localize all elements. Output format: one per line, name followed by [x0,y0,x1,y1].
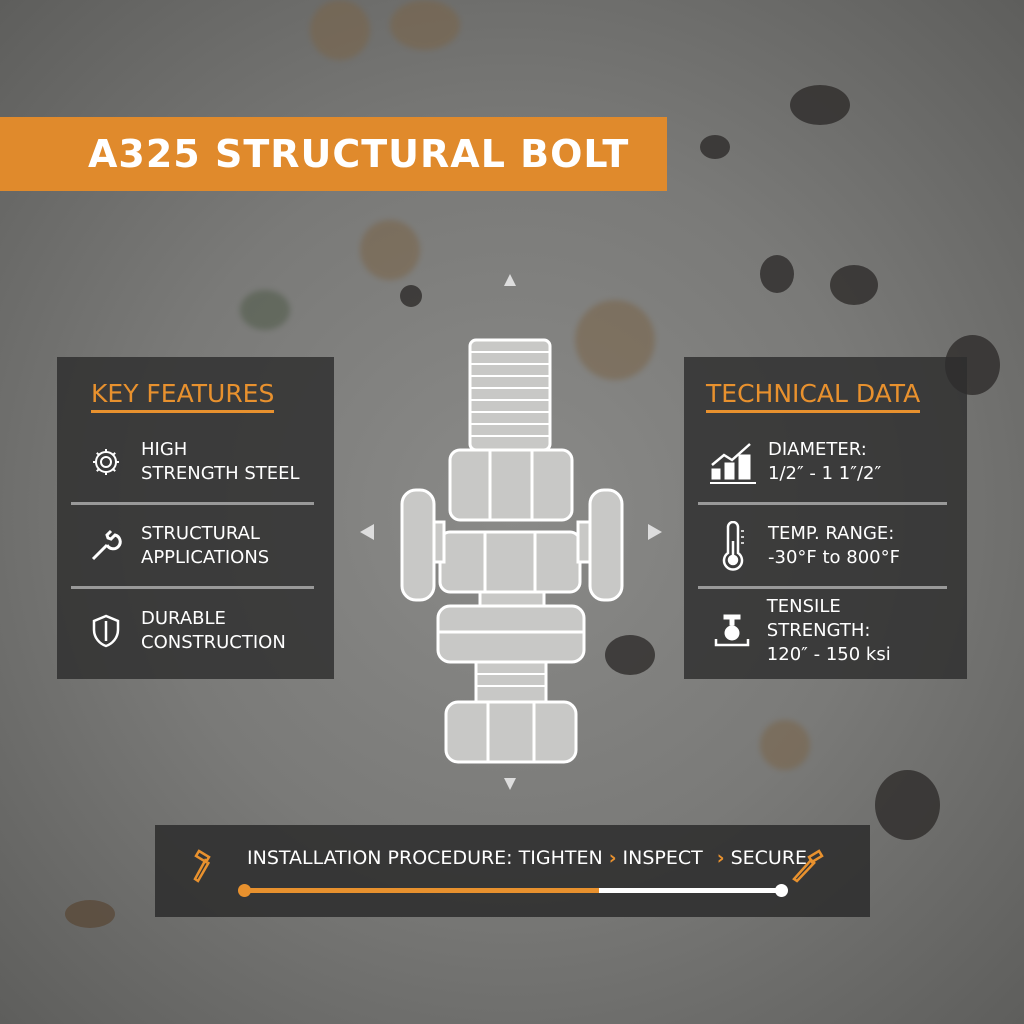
bolt-thread-bottom [474,660,548,704]
hex-nut-bottom [444,700,578,764]
arrow-left-icon [360,524,374,540]
tech-value: 1/2″ - 1 1″/2″ [768,462,882,484]
feature-line2: STRENGTH STEEL [141,462,300,484]
feature-line2: APPLICATIONS [141,546,270,568]
progress-fill [243,888,600,893]
hex-nut-middle [438,530,582,594]
progress-start-dot [238,884,251,897]
hex-nut-upper [448,448,574,522]
tech-label: TENSILE STRENGTH: [766,596,871,641]
tech-value: -30°F to 800°F [768,546,900,568]
side-washer-left [400,488,446,602]
tech-label: TEMP. RANGE: [768,522,895,544]
thermometer-icon [722,520,744,571]
progress-end-dot [775,884,788,897]
chevron-right-icon: › [608,847,617,869]
bolt-thread-top [468,338,552,452]
step-tighten: TIGHTEN [518,847,603,869]
tech-item: TEMP. RANGE:-30°F to 800°F [698,505,947,589]
technical-data-panel: TECHNICAL DATA DIAMETER:1/2″ - 1 1″/2″ T… [684,357,967,679]
technical-data-heading: TECHNICAL DATA [706,379,921,413]
tech-item: DIAMETER:1/2″ - 1 1″/2″ [698,421,947,505]
arrow-right-icon [648,524,662,540]
gear-icon [93,448,119,475]
tech-value: 120″ - 150 ksi [766,644,891,665]
hammer-icon [792,849,824,883]
procedure-text: INSTALLATION PROCEDURE: TIGHTEN›INSPECT›… [247,847,807,869]
chevron-right-icon: › [716,847,725,869]
feature-line2: CONSTRUCTION [141,632,286,653]
feature-line1: DURABLE [141,608,226,629]
bolt-diagram [360,274,662,790]
page-title: A325 STRUCTURAL BOLT [88,132,630,176]
step-secure: SECURE [730,847,808,869]
tech-label: DIAMETER: [768,438,867,460]
side-washer-right [576,488,624,602]
feature-item: DURABLE CONSTRUCTION [71,589,314,673]
hammer-icon [193,849,211,883]
wrench-icon [91,529,122,560]
arrow-up-icon [504,274,516,286]
key-features-heading: KEY FEATURES [91,379,275,413]
installation-procedure-bar: INSTALLATION PROCEDURE: TIGHTEN›INSPECT›… [155,825,870,917]
arrow-down-icon [504,778,516,790]
title-banner: A325 STRUCTURAL BOLT [0,117,667,191]
step-inspect: INSPECT [622,847,703,869]
bar-chart-icon [710,442,756,484]
procedure-progress [238,884,788,897]
shield-icon [92,614,120,648]
tech-item: TENSILE STRENGTH: 120″ - 150 ksi [698,589,947,673]
tensile-test-icon [715,614,750,647]
bolt-shank [478,590,546,608]
procedure-label: INSTALLATION PROCEDURE: [247,847,513,869]
feature-line1: STRUCTURAL [141,522,260,544]
washer [436,604,586,664]
feature-line1: HIGH [141,438,188,460]
